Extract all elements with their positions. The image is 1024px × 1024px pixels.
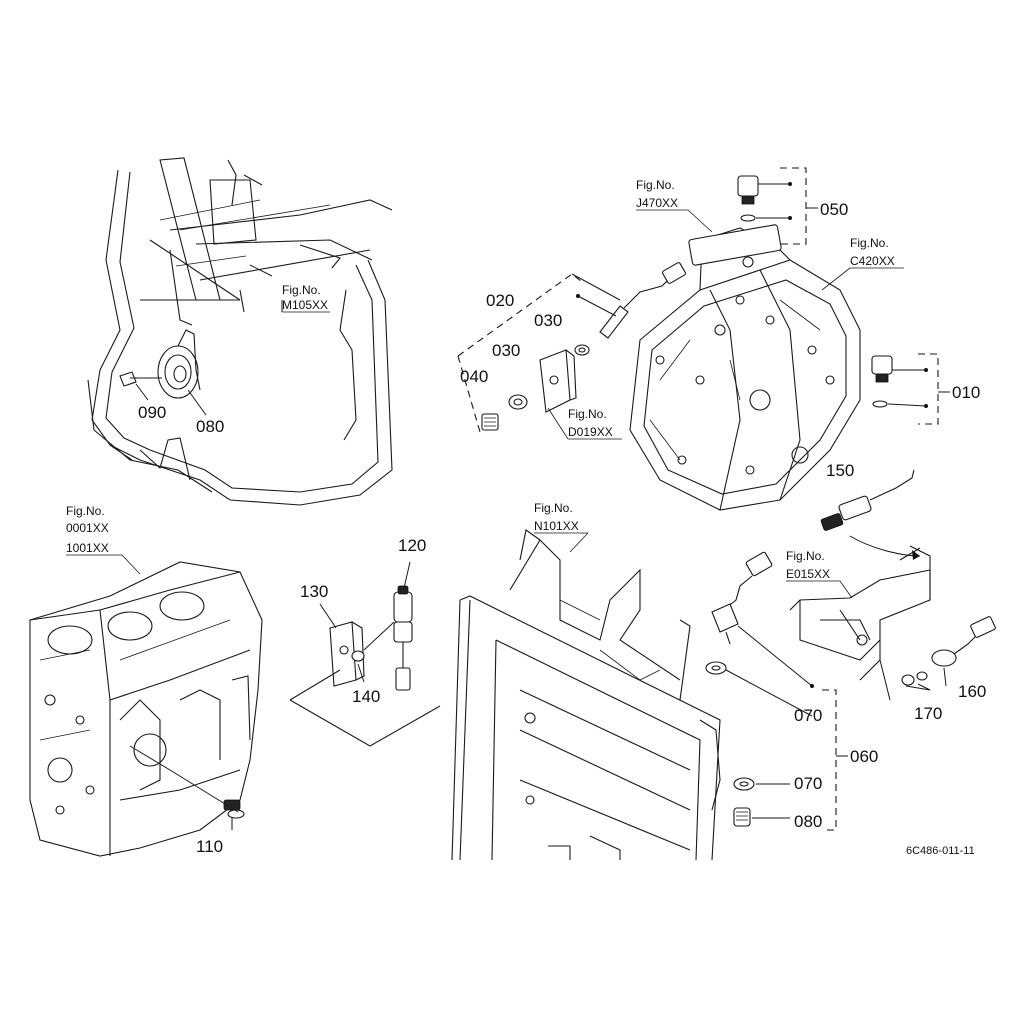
callout-140[interactable]: 140	[352, 687, 380, 706]
callout-070-lower[interactable]: 070	[794, 774, 822, 793]
bracket-icon	[539, 349, 577, 413]
pressure-switch-050-icon	[737, 175, 759, 222]
washer-170-icon	[901, 671, 928, 686]
callout-110[interactable]: 110	[196, 837, 223, 856]
fig-ref-n101[interactable]: Fig.No. N101XX	[534, 501, 589, 553]
callout-010[interactable]: 010	[952, 383, 980, 402]
svg-text:N101XX: N101XX	[534, 519, 579, 533]
washer-070b-icon	[733, 777, 755, 791]
svg-text:M105XX: M105XX	[282, 298, 328, 312]
sensor-160-icon	[931, 616, 996, 667]
pressure-switch-010-icon	[871, 355, 893, 408]
nut-140-icon	[351, 650, 365, 662]
callout-060[interactable]: 060	[850, 747, 878, 766]
fig-ref-d019[interactable]: Fig.No. D019XX	[547, 407, 622, 440]
transmission-case-icon	[629, 224, 861, 511]
callout-170[interactable]: 170	[914, 704, 942, 723]
callout-160[interactable]: 160	[958, 682, 986, 701]
callout-020[interactable]: 020	[486, 291, 514, 310]
figure-code: 6C486-011-11	[906, 845, 975, 857]
dashboard-panel-icon	[451, 529, 721, 861]
callout-080-horn[interactable]: 080	[196, 417, 224, 436]
washer-030a-icon	[574, 344, 590, 356]
svg-text:Fig.No.: Fig.No.	[282, 283, 321, 297]
fig-ref-m105[interactable]: Fig.No. M105XX	[282, 283, 330, 313]
svg-text:Fig.No.: Fig.No.	[636, 178, 675, 192]
callout-130[interactable]: 130	[300, 582, 328, 601]
fig-ref-c420[interactable]: Fig.No. C420XX	[821, 236, 904, 291]
svg-text:Fig.No.: Fig.No.	[66, 504, 105, 518]
switch-110-icon	[223, 799, 245, 819]
callout-090[interactable]: 090	[138, 403, 166, 422]
svg-text:Fig.No.: Fig.No.	[568, 407, 607, 421]
svg-text:Fig.No.: Fig.No.	[850, 236, 889, 250]
svg-text:J470XX: J470XX	[636, 196, 678, 210]
callout-030-lower[interactable]: 030	[492, 341, 520, 360]
horn-icon	[157, 329, 201, 399]
svg-text:C420XX: C420XX	[850, 254, 895, 268]
svg-text:E015XX: E015XX	[786, 567, 830, 581]
fig-ref-e015[interactable]: Fig.No. E015XX	[786, 549, 853, 599]
nut-040-icon	[481, 413, 499, 431]
callout-120[interactable]: 120	[398, 536, 426, 555]
callout-030-upper[interactable]: 030	[534, 311, 562, 330]
horn-bolt-icon	[119, 371, 162, 387]
sensor-060-icon	[711, 551, 773, 645]
nut-080-icon	[733, 807, 751, 827]
callout-150[interactable]: 150	[826, 461, 854, 480]
svg-text:1001XX: 1001XX	[66, 541, 109, 555]
callout-070-upper[interactable]: 070	[794, 706, 822, 725]
sensor-020-icon	[599, 262, 686, 339]
fig-ref-engine[interactable]: Fig.No. 0001XX 1001XX	[66, 504, 141, 575]
fig-ref-j470[interactable]: Fig.No. J470XX	[636, 178, 713, 233]
callout-040[interactable]: 040	[460, 367, 488, 386]
svg-text:0001XX: 0001XX	[66, 521, 109, 535]
callout-080-nut[interactable]: 080	[794, 812, 822, 831]
svg-text:D019XX: D019XX	[568, 425, 613, 439]
engine-block-icon	[29, 561, 263, 857]
sensor-150-icon	[820, 469, 915, 531]
washer-070a-icon	[705, 661, 727, 675]
bracket-e015-icon	[789, 545, 931, 681]
washer-030b-icon	[508, 394, 528, 410]
svg-text:Fig.No.: Fig.No.	[534, 501, 573, 515]
callout-050[interactable]: 050	[820, 200, 848, 219]
front-frame-assembly	[87, 157, 393, 506]
svg-text:Fig.No.: Fig.No.	[786, 549, 825, 563]
bracket-130-icon	[329, 621, 365, 687]
switch-120-icon	[393, 585, 413, 691]
